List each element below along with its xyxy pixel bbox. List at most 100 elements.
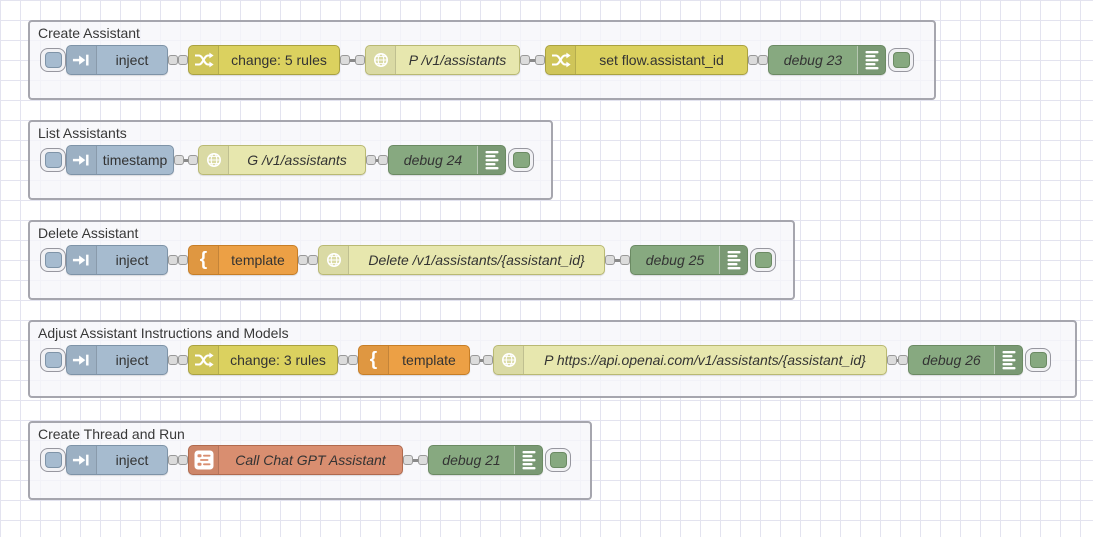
inject-button-pad[interactable] xyxy=(45,152,62,168)
input-port[interactable] xyxy=(355,55,365,65)
http-request-node[interactable]: P /v1/assistants xyxy=(365,45,520,75)
inject-node[interactable]: inject xyxy=(66,345,168,375)
debug-toggle-button[interactable] xyxy=(888,48,914,72)
output-port[interactable] xyxy=(887,355,897,365)
input-port[interactable] xyxy=(348,355,358,365)
inject-button-pad[interactable] xyxy=(45,452,62,468)
output-port[interactable] xyxy=(605,255,615,265)
inject-arrow-icon xyxy=(67,146,97,174)
inject-arrow-icon xyxy=(67,46,97,74)
inject-button[interactable] xyxy=(40,148,66,172)
wire[interactable] xyxy=(174,159,198,162)
change-node[interactable]: change: 3 rules xyxy=(188,345,338,375)
debug-node[interactable]: debug 26 xyxy=(908,345,1023,375)
debug-list-icon xyxy=(514,446,542,474)
inject-button-pad[interactable] xyxy=(45,252,62,268)
debug-toggle-button[interactable] xyxy=(750,248,776,272)
output-port[interactable] xyxy=(340,55,350,65)
curly-brace-icon: { xyxy=(189,246,219,274)
group-title: Delete Assistant xyxy=(38,225,139,241)
debug-toggle-pad[interactable] xyxy=(893,52,910,68)
debug-toggle-pad[interactable] xyxy=(1030,352,1047,368)
shuffle-icon xyxy=(546,46,576,74)
output-port[interactable] xyxy=(338,355,348,365)
inject-button[interactable] xyxy=(40,48,66,72)
debug-toggle-pad[interactable] xyxy=(755,252,772,268)
change-node[interactable]: set flow.assistant_id xyxy=(545,45,748,75)
node-label: debug 24 xyxy=(403,152,463,168)
debug-node[interactable]: debug 24 xyxy=(388,145,506,175)
input-port[interactable] xyxy=(178,355,188,365)
debug-toggle-button[interactable] xyxy=(1025,348,1051,372)
node-label: template xyxy=(402,352,456,368)
globe-icon xyxy=(199,146,229,174)
wire[interactable] xyxy=(340,59,365,62)
wire[interactable] xyxy=(470,359,493,362)
shuffle-icon xyxy=(189,346,219,374)
debug-list-icon xyxy=(994,346,1022,374)
input-port[interactable] xyxy=(483,355,493,365)
input-port[interactable] xyxy=(378,155,388,165)
wire[interactable] xyxy=(605,259,630,262)
node-label: inject xyxy=(115,452,149,468)
output-port[interactable] xyxy=(168,255,178,265)
debug-toggle-pad[interactable] xyxy=(513,152,530,168)
curly-brace-icon: { xyxy=(359,346,389,374)
debug-toggle-pad[interactable] xyxy=(550,452,567,468)
template-node[interactable]: { template xyxy=(188,245,298,275)
output-port[interactable] xyxy=(748,55,758,65)
node-label: debug 23 xyxy=(783,52,843,68)
node-label: inject xyxy=(115,352,149,368)
node-label: timestamp xyxy=(102,152,168,168)
wire[interactable] xyxy=(366,159,388,162)
wire[interactable] xyxy=(520,59,545,62)
node-label: debug 21 xyxy=(442,452,501,468)
wire[interactable] xyxy=(887,359,908,362)
debug-node[interactable]: debug 25 xyxy=(630,245,748,275)
input-port[interactable] xyxy=(308,255,318,265)
debug-toggle-button[interactable] xyxy=(508,148,534,172)
inject-node[interactable]: timestamp xyxy=(66,145,174,175)
input-port[interactable] xyxy=(898,355,908,365)
debug-node[interactable]: debug 21 xyxy=(428,445,543,475)
output-port[interactable] xyxy=(470,355,480,365)
http-request-node[interactable]: G /v1/assistants xyxy=(198,145,366,175)
output-port[interactable] xyxy=(174,155,184,165)
inject-node[interactable]: inject xyxy=(66,245,168,275)
debug-node[interactable]: debug 23 xyxy=(768,45,886,75)
http-request-node[interactable]: P https://api.openai.com/v1/assistants/{… xyxy=(493,345,887,375)
inject-arrow-icon xyxy=(67,446,97,474)
inject-button[interactable] xyxy=(40,248,66,272)
output-port[interactable] xyxy=(298,255,308,265)
output-port[interactable] xyxy=(168,455,178,465)
input-port[interactable] xyxy=(535,55,545,65)
inject-button[interactable] xyxy=(40,348,66,372)
input-port[interactable] xyxy=(418,455,428,465)
inject-node[interactable]: inject xyxy=(66,445,168,475)
template-node[interactable]: { template xyxy=(358,345,470,375)
input-port[interactable] xyxy=(178,55,188,65)
input-port[interactable] xyxy=(178,455,188,465)
node-label: Call Chat GPT Assistant xyxy=(235,452,386,468)
http-request-node[interactable]: Delete /v1/assistants/{assistant_id} xyxy=(318,245,605,275)
input-port[interactable] xyxy=(758,55,768,65)
inject-button-pad[interactable] xyxy=(45,352,62,368)
debug-toggle-button[interactable] xyxy=(545,448,571,472)
output-port[interactable] xyxy=(168,55,178,65)
input-port[interactable] xyxy=(620,255,630,265)
globe-icon xyxy=(366,46,396,74)
subflow-node[interactable]: Call Chat GPT Assistant xyxy=(188,445,403,475)
inject-button-pad[interactable] xyxy=(45,52,62,68)
output-port[interactable] xyxy=(403,455,413,465)
output-port[interactable] xyxy=(366,155,376,165)
input-port[interactable] xyxy=(188,155,198,165)
output-port[interactable] xyxy=(168,355,178,365)
wire[interactable] xyxy=(403,459,428,462)
change-node[interactable]: change: 5 rules xyxy=(188,45,340,75)
output-port[interactable] xyxy=(520,55,530,65)
inject-button[interactable] xyxy=(40,448,66,472)
inject-node[interactable]: inject xyxy=(66,45,168,75)
node-label: inject xyxy=(115,252,149,268)
input-port[interactable] xyxy=(178,255,188,265)
